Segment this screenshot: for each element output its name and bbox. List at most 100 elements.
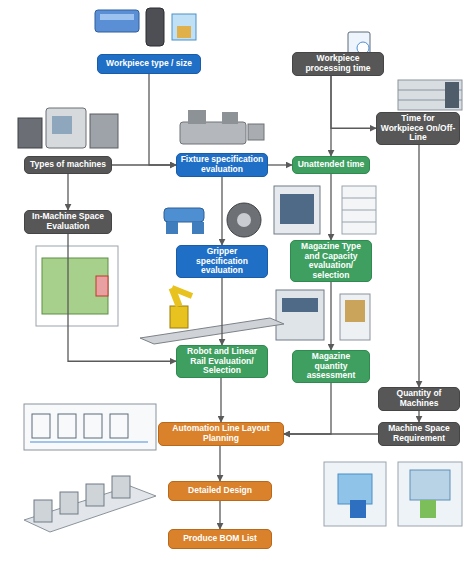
flow-arrow	[284, 433, 378, 434]
box-label: Magazine quantity assessment	[296, 352, 366, 381]
line-machine	[86, 484, 104, 506]
box-label: Produce BOM List	[183, 534, 257, 544]
space-zone	[410, 470, 450, 500]
flow-arrow	[219, 446, 220, 481]
machine-space-area	[42, 258, 108, 314]
flow-arrow	[149, 74, 176, 165]
flow-arrow	[67, 174, 68, 210]
magazine-rack	[342, 186, 376, 234]
space-marker	[96, 276, 108, 296]
process-box: Gripper specification evaluation	[176, 245, 268, 278]
process-box: Workpiece processing time	[292, 52, 384, 76]
machine-tool	[90, 114, 118, 148]
flow-arrow	[68, 234, 176, 361]
storage-rack	[398, 80, 462, 110]
space-zone	[338, 474, 372, 504]
flow-arrow	[221, 177, 222, 245]
rack-shelf	[342, 198, 376, 199]
box-label: Gripper specification evaluation	[180, 247, 264, 276]
magazine-window	[280, 194, 314, 224]
box-label: Unattended time	[298, 160, 365, 170]
robot-base	[170, 306, 188, 328]
process-box: Types of machines	[24, 156, 112, 174]
box-label: Detailed Design	[188, 486, 252, 496]
flow-arrow	[330, 282, 331, 350]
process-box: Machine Space Requirement	[378, 422, 460, 446]
magazine-cabinet	[274, 186, 320, 234]
gripper-hub	[237, 213, 251, 227]
process-box: Automation Line Layout Planning	[158, 422, 284, 446]
workpiece-cube	[172, 14, 196, 40]
space-machine	[420, 500, 436, 518]
fixture-part	[248, 124, 264, 140]
flow-arrow	[284, 383, 331, 434]
workpiece-cylinder	[146, 8, 164, 46]
box-label: Fixture specification evaluation	[180, 155, 264, 174]
workpiece-part	[177, 26, 191, 38]
flow-arrow	[330, 174, 331, 240]
process-box: Magazine Type and Capacity evaluation/ s…	[290, 240, 372, 282]
box-label: Robot and Linear Rail Evaluation/ Select…	[180, 347, 264, 376]
flow-arrow	[331, 76, 376, 128]
line-machine	[60, 492, 78, 514]
process-box: Fixture specification evaluation	[176, 153, 268, 177]
space-plan	[398, 462, 462, 526]
gripper-unit	[227, 203, 261, 237]
layout-rail	[30, 442, 148, 443]
machine-window	[52, 116, 72, 134]
magazine-parts	[345, 300, 365, 322]
magazine-cabinet	[340, 294, 370, 340]
flow-arrow	[112, 164, 176, 165]
layout-machine	[110, 414, 128, 438]
box-label: Machine Space Requirement	[382, 424, 456, 443]
process-box: Unattended time	[292, 156, 370, 174]
box-label: Time for Workpiece On/Off-Line	[380, 114, 456, 143]
flow-arrow	[418, 145, 419, 387]
fixture-clamp	[188, 110, 206, 124]
magazine-cabinet	[276, 290, 324, 340]
line-machine	[112, 476, 130, 498]
space-drawing	[36, 246, 118, 326]
flow-arrow	[220, 378, 221, 422]
process-box: Workpiece type / size	[97, 54, 201, 74]
box-label: Magazine Type and Capacity evaluation/ s…	[294, 242, 368, 280]
space-plan	[324, 462, 386, 526]
space-machine	[350, 500, 366, 518]
fixture-plate	[180, 122, 246, 144]
box-label: Workpiece processing time	[296, 54, 380, 73]
line-machine	[34, 500, 52, 522]
flow-arrow	[221, 278, 222, 345]
process-box: Magazine quantity assessment	[292, 350, 370, 383]
box-label: Automation Line Layout Planning	[162, 424, 280, 443]
rack-shelf	[342, 222, 376, 223]
workpiece-slot	[100, 14, 134, 20]
process-box: Robot and Linear Rail Evaluation/ Select…	[176, 345, 268, 378]
rack-door	[445, 82, 459, 108]
flow-arrow	[268, 164, 292, 165]
flow-arrow	[418, 411, 419, 422]
linear-rail	[140, 318, 284, 344]
layout-drawing	[24, 404, 156, 450]
box-label: Workpiece type / size	[106, 59, 192, 69]
machine-tool	[18, 118, 42, 148]
fixture-clamp	[222, 112, 238, 124]
layout-machine	[58, 414, 76, 438]
box-label: Types of machines	[30, 160, 106, 170]
gripper-body	[164, 208, 204, 222]
layout-machine	[32, 414, 50, 438]
process-box: Produce BOM List	[168, 529, 272, 549]
layout-machine	[84, 414, 102, 438]
process-box: In-Machine Space Evaluation	[24, 210, 112, 234]
rack-shelf	[342, 210, 376, 211]
workpiece-block	[95, 10, 139, 32]
process-box: Quantity of Machines	[378, 387, 460, 411]
process-box: Time for Workpiece On/Off-Line	[376, 112, 460, 145]
box-label: In-Machine Space Evaluation	[28, 212, 108, 231]
flow-arrow	[219, 501, 220, 529]
gripper-finger	[166, 222, 178, 234]
process-box: Detailed Design	[168, 481, 272, 501]
gripper-finger	[192, 222, 204, 234]
magazine-window	[282, 298, 318, 312]
